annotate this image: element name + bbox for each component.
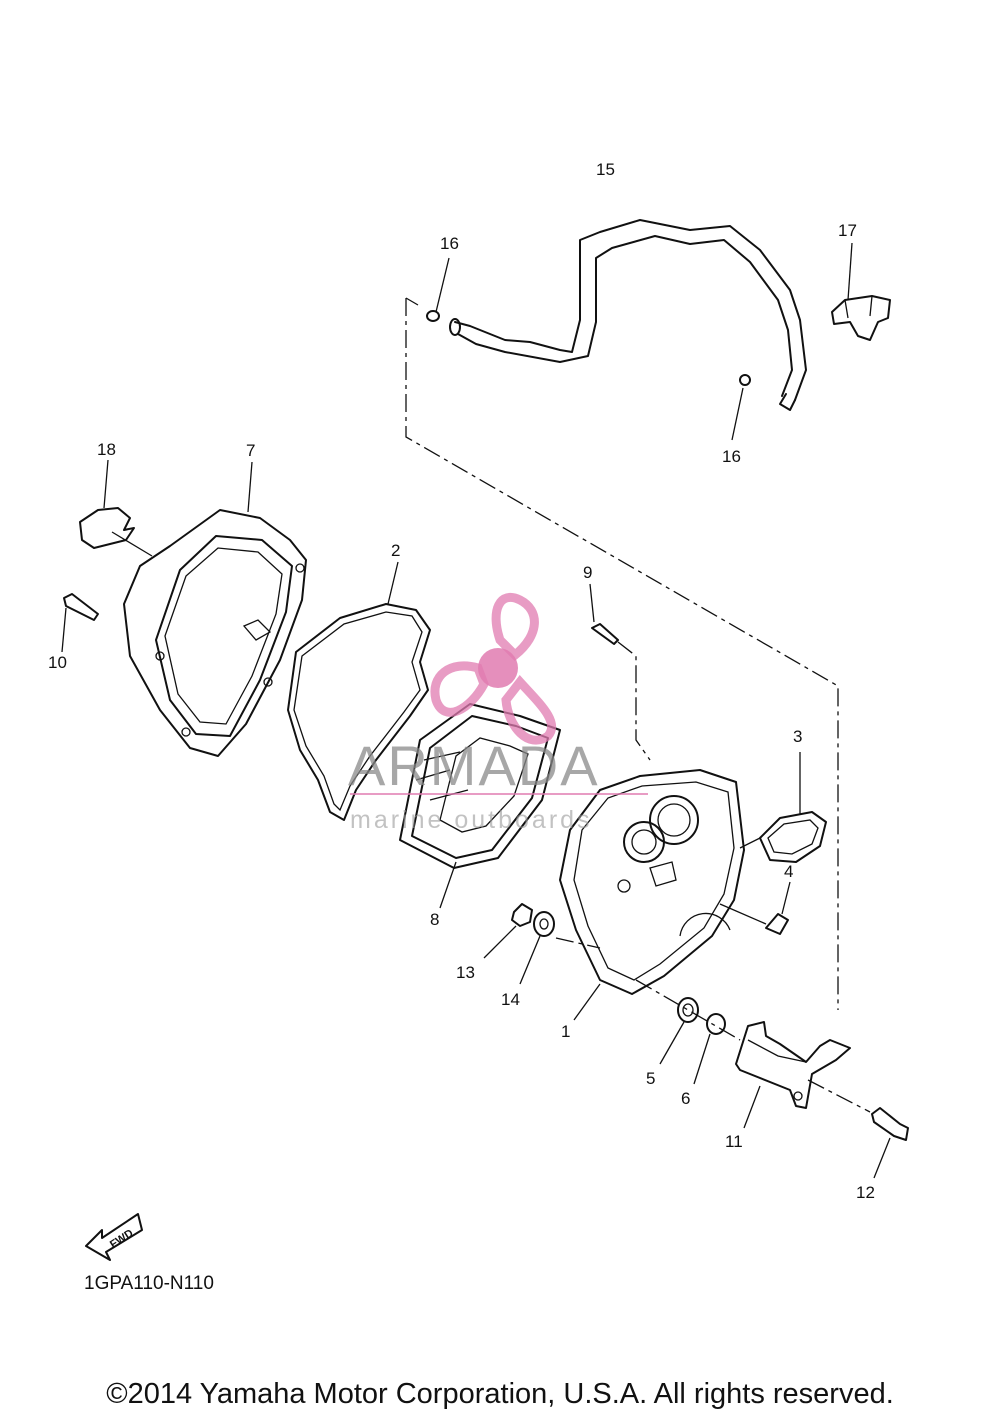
callout-3: 3 (793, 727, 802, 746)
propeller-blade-top (491, 593, 539, 662)
assembly-frame-left (405, 297, 419, 306)
reference-code: 1GPA110-N110 (84, 1273, 214, 1294)
part-15-hose (449, 219, 807, 411)
callout-12: 12 (856, 1183, 875, 1202)
part-16-clip-top (426, 257, 450, 322)
part-10-screw (61, 593, 99, 653)
callout-5: 5 (646, 1069, 655, 1088)
part-7-cover (123, 461, 307, 757)
assembly-frame (405, 298, 839, 1010)
propeller-blade-right (501, 675, 557, 745)
callout-16-bottom: 16 (722, 447, 741, 466)
part-1-case (555, 769, 745, 1021)
copyright-notice: ©2014 Yamaha Motor Corporation, U.S.A. A… (106, 1378, 894, 1410)
part-2-gasket (287, 561, 431, 821)
callout-6: 6 (681, 1089, 690, 1108)
propeller-blade-left (430, 661, 489, 717)
part-6-collar (635, 979, 741, 1085)
callout-9: 9 (583, 563, 592, 582)
callout-8: 8 (430, 910, 439, 929)
watermark-tagline: marine outboards (350, 806, 593, 834)
callout-10: 10 (48, 653, 67, 672)
part-4-clip (719, 881, 791, 935)
watermark-brand: ARMADA (348, 734, 600, 797)
fwd-arrow-icon: FWD (85, 1213, 143, 1261)
callout-4: 4 (784, 862, 793, 881)
part-14-washer (519, 911, 555, 985)
callout-11: 11 (725, 1132, 743, 1151)
callout-1: 1 (561, 1022, 570, 1041)
callout-2: 2 (391, 541, 400, 560)
part-13-nut (483, 903, 533, 959)
part-18-label (79, 459, 153, 557)
part-12-bolt (871, 1107, 909, 1179)
part-16-clip-bottom (731, 374, 751, 441)
callout-15: 15 (596, 160, 615, 179)
propeller-hub (478, 648, 518, 688)
part-5-grommet (659, 997, 699, 1065)
part-17-clamp (831, 242, 891, 341)
armada-logo (430, 593, 557, 745)
callout-7: 7 (246, 441, 255, 460)
callout-17: 17 (838, 221, 857, 240)
callout-14: 14 (501, 990, 520, 1009)
part-3-seal (739, 752, 827, 863)
callout-18: 18 (97, 440, 116, 459)
part-11-bracket (735, 1021, 871, 1129)
callout-16-top: 16 (440, 234, 459, 253)
callout-13: 13 (456, 963, 475, 982)
part-9-screw (589, 583, 651, 761)
